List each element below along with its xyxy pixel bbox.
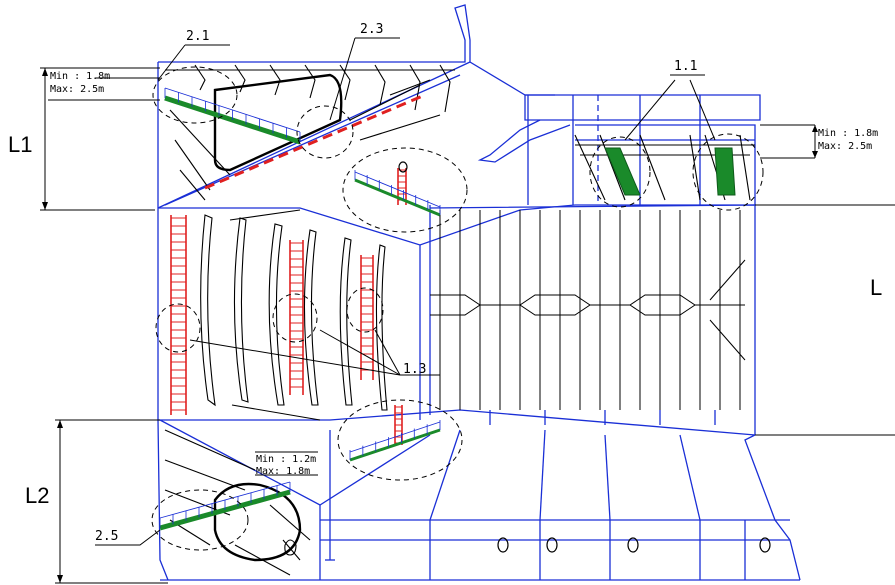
walkway-upper-detail [354,178,441,217]
side-shell-frames [200,209,388,421]
upper-left-min: Min : 1.8m [50,71,110,82]
label-2-5: 2.5 [95,529,118,544]
label-1-1: 1.1 [674,59,697,74]
label-1-3: 1.3 [403,362,426,377]
dimension-L1: L1 [8,132,32,157]
label-2-3: 2.3 [360,22,383,37]
dimension-L: L [870,275,882,300]
upper-left-max: Max: 2.5m [50,84,104,95]
upper-right-max: Max: 2.5m [818,141,872,152]
lower-left-min: Min : 1.2m [256,454,316,465]
ladder-rungs [171,169,406,444]
dimension-L2: L2 [25,483,49,508]
lower-left-max: Max: 1.8m [256,466,310,477]
hull-structure [157,4,801,581]
upper-right-min: Min : 1.8m [818,128,878,139]
walkway-lower-detail [349,428,441,462]
walkway-hatch-right [604,147,736,196]
dimension-arrows [42,68,818,583]
corrugated-bulkhead [430,210,746,410]
detail-callout-circles [151,66,764,551]
access-route-dashed-line [204,93,426,190]
ladder-left [170,215,187,415]
upper-wing-tank-frames [165,64,455,201]
label-2-1: 2.1 [186,29,209,44]
lightening-holes [398,161,771,553]
handrail-posts [159,88,441,528]
dimension-lines [40,67,895,584]
vertical-ladders [170,168,407,445]
ladder-mid-left [289,240,304,395]
ladder-mid-right [360,255,374,380]
leader-lines [95,37,716,546]
